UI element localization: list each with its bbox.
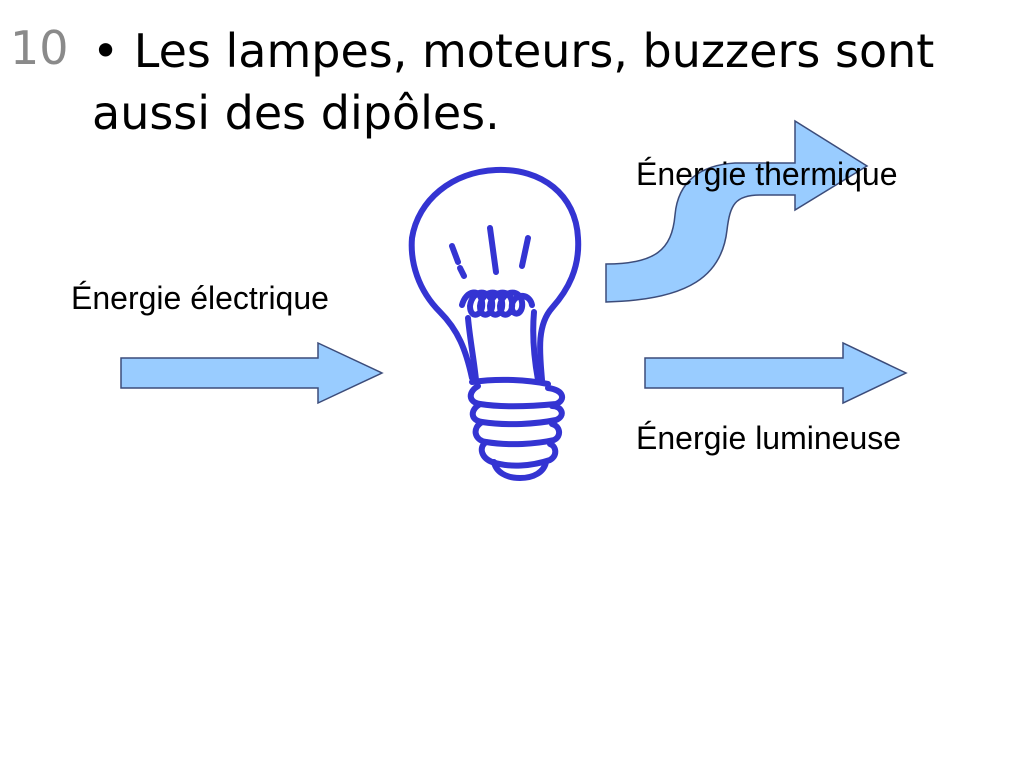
input-arrow [120, 341, 384, 405]
light-bulb-icon [408, 166, 582, 481]
thermal-energy-label: Énergie thermique [636, 156, 898, 192]
thermal-output-arrow [605, 119, 869, 303]
bullet-text-line1: Les lampes, moteurs, buzzers sont [133, 24, 935, 78]
light-energy-label: Énergie lumineuse [636, 420, 902, 456]
bullet-point: • [92, 24, 120, 78]
bullet-text-line2: aussi des dipôles. [92, 86, 500, 140]
slide-number: 10 [10, 21, 69, 75]
input-energy-label: Énergie électrique [71, 280, 329, 316]
slide-bullet-text: • Les lampes, moteurs, buzzers sont auss… [92, 20, 1022, 144]
light-output-arrow [644, 341, 908, 405]
